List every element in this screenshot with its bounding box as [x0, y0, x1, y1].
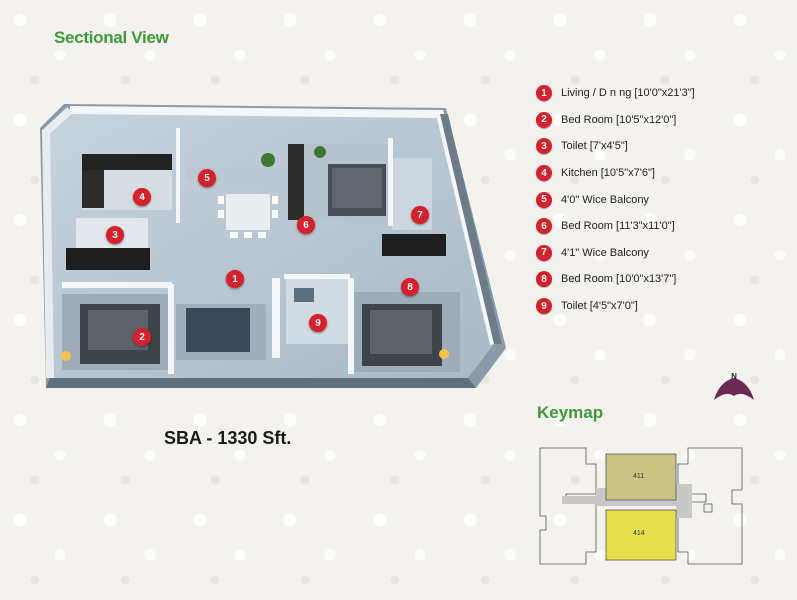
- legend-item: 5 4'0" Wice Balcony: [536, 186, 695, 213]
- legend-item: 9 Toilet [4'5"x7'0"]: [536, 293, 695, 320]
- legend-text: Bed Room [10'0"x13'7"]: [561, 273, 677, 286]
- page-title: Sectional View: [54, 28, 169, 47]
- legend-item: 4 Kitchen [10'5"x7'6"]: [536, 160, 695, 187]
- legend-text: Living / D n ng [10'0"x21'3"]: [561, 87, 695, 100]
- room-marker-4: 4: [133, 188, 151, 206]
- sba-label: SBA - 1330 Sft.: [164, 428, 292, 448]
- floor-plan-illustration: [40, 104, 506, 388]
- compass-label: N: [731, 372, 737, 381]
- legend-text: Toilet [7'x4'5"]: [561, 140, 628, 153]
- legend-text: Kitchen [10'5"x7'6"]: [561, 167, 655, 180]
- legend-number: 7: [536, 244, 552, 261]
- legend-text: 4'0" Wice Balcony: [561, 193, 649, 206]
- legend-text: Bed Room [10'5"x12'0"]: [561, 113, 677, 126]
- room-marker-5: 5: [198, 169, 216, 187]
- keymap: 411 414: [536, 444, 746, 573]
- legend-number: 6: [536, 218, 552, 235]
- legend-number: 5: [536, 191, 552, 208]
- room-marker-3: 3: [106, 226, 124, 244]
- room-marker-9: 9: [309, 314, 327, 332]
- legend-item: 2 Bed Room [10'5"x12'0"]: [536, 107, 695, 134]
- room-marker-2: 2: [133, 328, 151, 346]
- room-marker-1: 1: [226, 270, 244, 288]
- legend-number: 4: [536, 165, 552, 182]
- legend-number: 8: [536, 271, 552, 288]
- legend-item: 8 Bed Room [10'0"x13'7"]: [536, 266, 695, 293]
- legend-number: 9: [536, 298, 552, 315]
- north-compass-icon: N: [712, 370, 756, 411]
- legend-number: 3: [536, 138, 552, 155]
- keymap-unit-414: 414: [633, 530, 645, 537]
- room-marker-6: 6: [297, 216, 315, 234]
- room-legend: 1 Living / D n ng [10'0"x21'3"] 2 Bed Ro…: [536, 80, 695, 319]
- legend-item: 6 Bed Room [11'3"x11'0"]: [536, 213, 695, 240]
- legend-text: Bed Room [11'3"x11'0"]: [561, 220, 675, 233]
- legend-number: 1: [536, 85, 552, 102]
- keymap-drawing: [539, 447, 743, 565]
- room-marker-8: 8: [401, 278, 419, 296]
- legend-item: 1 Living / D n ng [10'0"x21'3"]: [536, 80, 695, 107]
- room-marker-7: 7: [411, 206, 429, 224]
- legend-text: Toilet [4'5"x7'0"]: [561, 300, 638, 313]
- legend-item: 7 4'1" Wice Balcony: [536, 240, 695, 267]
- keymap-unit-411: 411: [633, 473, 645, 480]
- keymap-title: Keymap: [537, 403, 604, 422]
- legend-number: 2: [536, 111, 552, 128]
- floor-plan: 1 2 3 4 5 6 7 8 9: [36, 98, 506, 395]
- legend-text: 4'1" Wice Balcony: [561, 246, 649, 259]
- legend-item: 3 Toilet [7'x4'5"]: [536, 133, 695, 160]
